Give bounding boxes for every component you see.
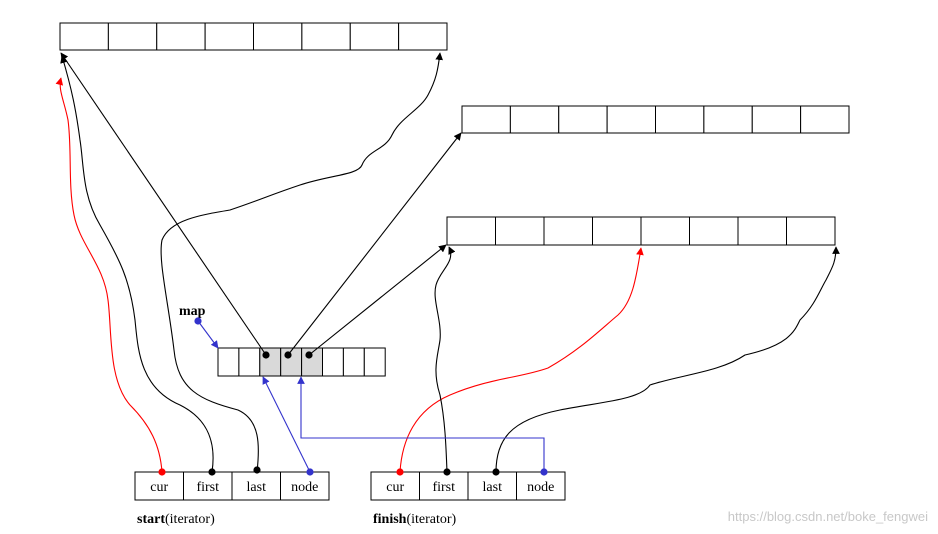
start-iter-field-box [280, 471, 330, 501]
buffer-0-cell [349, 22, 400, 51]
buffer-2-cell [446, 216, 496, 246]
map-cell [238, 347, 261, 377]
map-cell-2-to-buffer-0-arrow [60, 52, 267, 356]
start-node-dot [306, 468, 314, 476]
start-iter-field-last: last [247, 480, 267, 495]
buffer-0-cell [398, 22, 448, 51]
map-label: map [179, 304, 206, 319]
finish-iter-field-node: node [527, 480, 554, 495]
start-first-dot [208, 468, 216, 476]
buffer-1-cell [509, 105, 560, 134]
buffer-2-cell [640, 216, 690, 246]
finish-cur-dot [396, 468, 404, 476]
map-cell [280, 347, 303, 377]
buffer-0-cell [156, 22, 206, 51]
map-cell [259, 347, 282, 377]
map-cell-4-to-buffer-2-arrow [308, 244, 447, 356]
buffer-0-cell [204, 22, 254, 51]
map-cell-3-to-buffer-1-arrow [287, 132, 462, 356]
finish-node-pointer [297, 376, 545, 472]
watermark: https://blog.csdn.net/boke_fengwei [728, 509, 928, 524]
start-last-pointer [160, 52, 444, 473]
start-iter-field-node: node [291, 480, 318, 495]
map-cell-3-dot [284, 351, 292, 359]
buffer-1-cell [751, 105, 802, 134]
buffer-1-cell [655, 105, 705, 134]
finish-iter-field-box [370, 471, 420, 501]
finish-iter-field-box [419, 471, 469, 501]
start-iter-field-box [231, 471, 281, 501]
finish-last-pointer [495, 246, 840, 473]
map-cell-4-dot [305, 351, 313, 359]
buffer-1-cell [606, 105, 656, 134]
start-iterator-suffix: (iterator) [165, 512, 215, 527]
finish-first-pointer [434, 246, 456, 473]
start-iterator: cur first last node [134, 471, 330, 501]
map-cell-2-dot [262, 351, 270, 359]
start-iterator-name: start [137, 512, 165, 527]
finish-first-dot [443, 468, 451, 476]
finish-iterator-suffix: (iterator) [406, 512, 456, 527]
buffer-1-cell [703, 105, 753, 134]
start-iter-field-box [134, 471, 184, 501]
start-iterator-caption: start(iterator) [137, 512, 215, 527]
finish-iterator-caption: finish(iterator) [373, 512, 457, 527]
map-to-array-arrow [197, 320, 219, 349]
buffer-0-cell [59, 22, 109, 51]
buffer-1-cell [800, 105, 850, 134]
start-iter-field-first: first [196, 480, 219, 495]
finish-last-dot [492, 468, 500, 476]
buffer-1-cell [558, 105, 608, 134]
buffer-0 [59, 22, 448, 51]
start-iter-field-cur: cur [150, 480, 168, 495]
finish-cur-pointer [399, 247, 644, 473]
buffer-2-cell [689, 216, 739, 246]
start-first-pointer [60, 55, 214, 473]
map-pointer-dot [194, 317, 202, 325]
buffer-2 [446, 216, 836, 246]
start-cur-pointer [55, 77, 163, 473]
map-cell [342, 347, 365, 377]
map-array [217, 347, 386, 377]
finish-iter-field-first: first [432, 480, 455, 495]
buffer-1 [461, 105, 850, 134]
buffer-0-cell [107, 22, 158, 51]
finish-iter-field-last: last [483, 480, 503, 495]
map-cell [363, 347, 386, 377]
buffer-2-cell [737, 216, 787, 246]
finish-iterator-name: finish [373, 512, 407, 527]
start-last-dot [253, 466, 261, 474]
finish-iterator: cur first last node [370, 471, 566, 501]
start-iter-field-box [183, 471, 233, 501]
buffer-2-cell [592, 216, 642, 246]
buffer-0-cell [301, 22, 351, 51]
buffer-2-cell [786, 216, 836, 246]
start-cur-dot [158, 468, 166, 476]
buffer-2-cell [543, 216, 593, 246]
buffer-1-cell [461, 105, 511, 134]
finish-iter-field-box [516, 471, 566, 501]
start-node-pointer [262, 376, 311, 473]
finish-iter-field-cur: cur [386, 480, 404, 495]
buffer-0-cell [253, 22, 303, 51]
finish-node-dot [540, 468, 548, 476]
map-cell [217, 347, 240, 377]
map-cell [322, 347, 344, 377]
buffer-2-cell [495, 216, 545, 246]
